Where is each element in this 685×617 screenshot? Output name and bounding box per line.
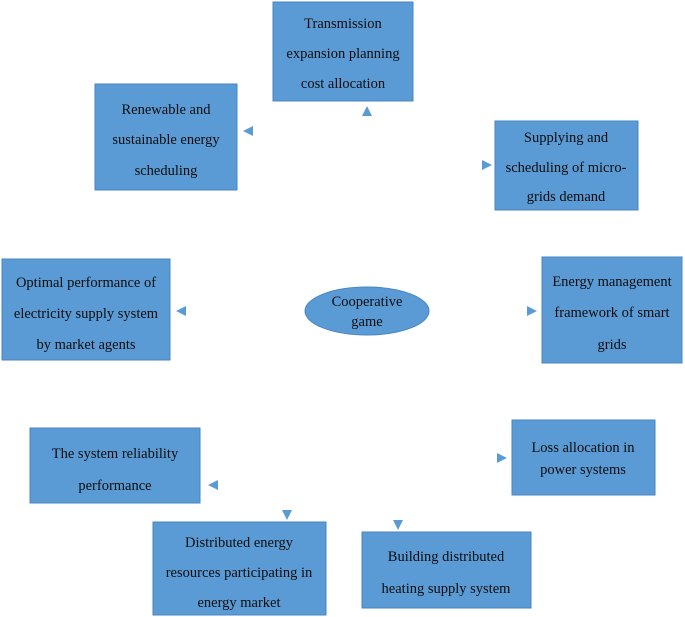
node-label-line: heating supply system [382,581,512,597]
node-label-line: performance [78,478,151,494]
node-optimal-performance: Optimal performance of electricity suppl… [1,258,171,361]
connector-loss-allocation [497,453,507,463]
node-distributed-energy: Distributed energy resources participati… [152,521,327,616]
connector-micro-grids [482,160,492,170]
node-label-line: by market agents [36,337,135,353]
node-micro-grids: Supplying and scheduling of micro- grids… [494,120,639,211]
node-label-line: Loss allocation in [531,440,635,456]
center-label-line: game [351,314,382,330]
node-label-line: scheduling [135,163,198,179]
node-label-line: The system reliability [52,446,179,462]
node-label-line: Energy management [552,274,671,290]
node-label-line: Building distributed [388,549,505,565]
node-loss-allocation: Loss allocation in power systems [511,419,656,496]
node-label-line: grids [598,337,627,353]
node-label-line: Renewable and [122,102,212,118]
node-renewable: Renewable and sustainable energy schedul… [94,83,238,191]
node-label-line: Supplying and [524,130,609,146]
center-label-line: Cooperative [332,294,403,310]
node-label-line: resources participating in [166,565,313,581]
node-label-line: energy market [197,595,280,611]
connector-system-reliability [208,480,218,490]
node-label-line: power systems [540,462,626,478]
node-label-line: expansion planning [286,46,399,62]
node-label-line: Distributed energy [185,535,294,551]
node-transmission: Transmission expansion planning cost all… [272,1,414,102]
node-label-line: framework of smart [554,305,669,321]
connector-distributed-energy [282,510,292,520]
node-system-reliability: The system reliability performance [29,427,201,504]
node-label-line: scheduling of micro- [506,160,627,176]
node-energy-management: Energy management framework of smart gri… [541,256,683,364]
node-label-line: Transmission [304,16,382,32]
node-label-line: sustainable energy [112,132,220,148]
node-label-line: cost allocation [301,76,386,92]
node-label-line: Optimal performance of [16,275,156,291]
node-label-line: grids demand [527,189,606,205]
node-label-line: electricity supply system [14,306,159,322]
connector-renewable [243,126,253,136]
node-building-heating: Building distributed heating supply syst… [361,531,532,609]
center-node: Cooperative game [304,286,430,336]
